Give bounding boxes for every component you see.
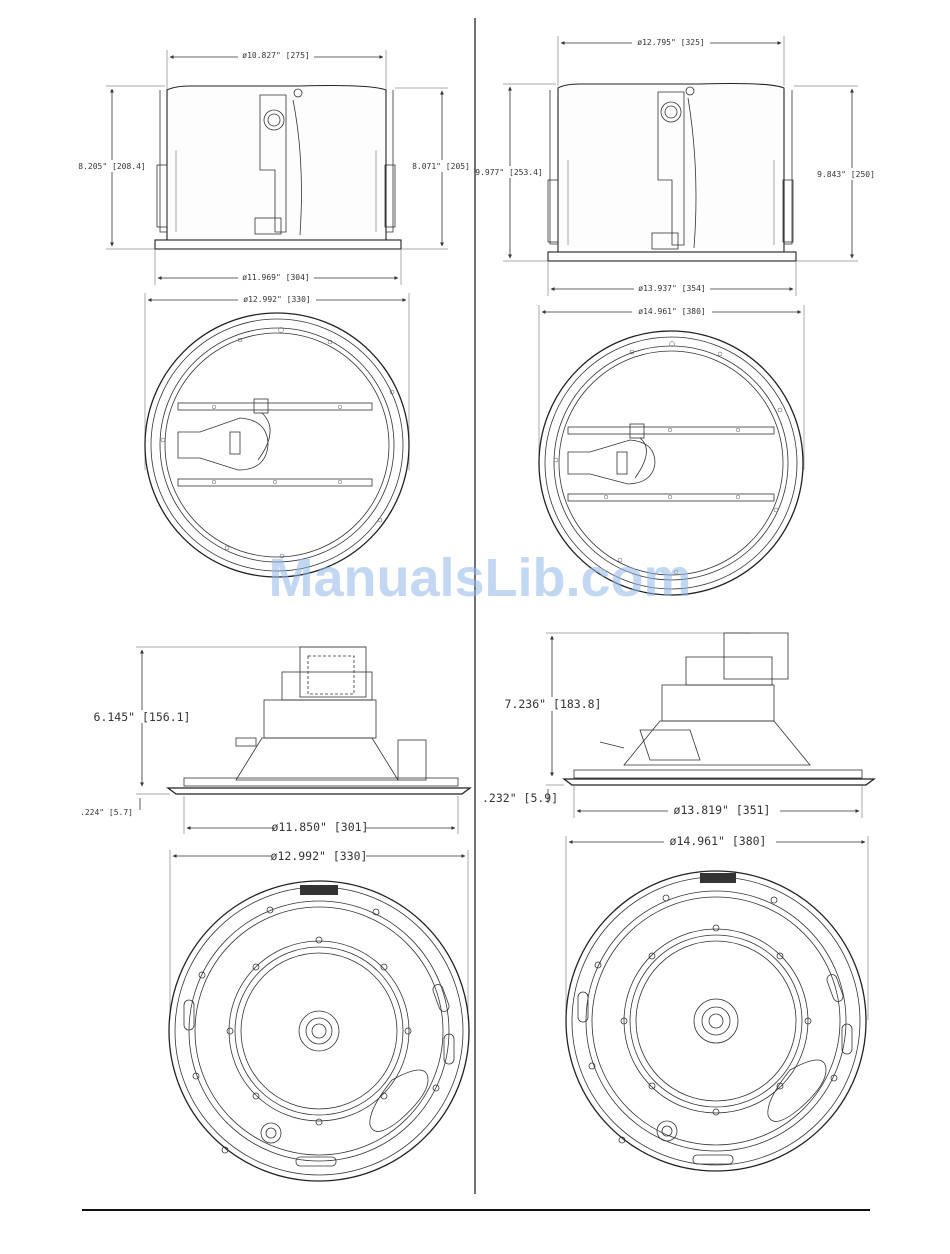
right-front-diameter: ø14.961" [380] — [670, 834, 767, 848]
left-profile-width: ø11.850" [301] — [272, 820, 369, 834]
right-side-bottom-width: ø13.937" [354] — [638, 284, 705, 293]
left-side-top-width: ø10.827" [275] — [242, 51, 309, 60]
left-profile-flange: .224" [5.7] — [80, 808, 133, 817]
left-mounting-ring-view: ø12.992" [330] — [145, 293, 409, 577]
left-profile-height: 6.145" [156.1] — [94, 710, 191, 724]
right-profile-height: 7.236" [183.8] — [505, 697, 602, 711]
left-front-view: ø12.992" [330] — [169, 849, 469, 1181]
right-profile-width: ø13.819" [351] — [674, 803, 771, 817]
left-top-view-diameter: ø12.992" [330] — [243, 295, 310, 304]
left-backcan-view: ø10.827" [275] 8.205" [208.4] 8.071" [20… — [78, 50, 470, 285]
right-front-view: ø14.961" [380] — [566, 834, 868, 1171]
left-profile-view: 6.145" [156.1] .224" [5.7] ø11.850" [301… — [80, 647, 470, 834]
left-side-height-right: 8.071" [205] — [412, 162, 470, 171]
left-side-bottom-width: ø11.969" [304] — [242, 273, 309, 282]
right-top-view-diameter: ø14.961" [380] — [638, 307, 705, 316]
right-side-height-right: 9.843" [250] — [817, 170, 875, 179]
right-backcan-view: ø12.795" [325] 9.977" [253.4] 9.843" [25… — [475, 36, 875, 296]
right-side-top-width: ø12.795" [325] — [637, 38, 704, 47]
watermark: ManualsLib.com — [268, 548, 691, 608]
left-front-diameter: ø12.992" [330] — [271, 849, 368, 863]
right-side-height-left: 9.977" [253.4] — [475, 168, 542, 177]
left-side-height-left: 8.205" [208.4] — [78, 162, 145, 171]
right-profile-view: 7.236" [183.8] .232" [5.9] ø13.819" [351… — [482, 633, 874, 818]
right-profile-flange: .232" [5.9] — [482, 791, 558, 805]
